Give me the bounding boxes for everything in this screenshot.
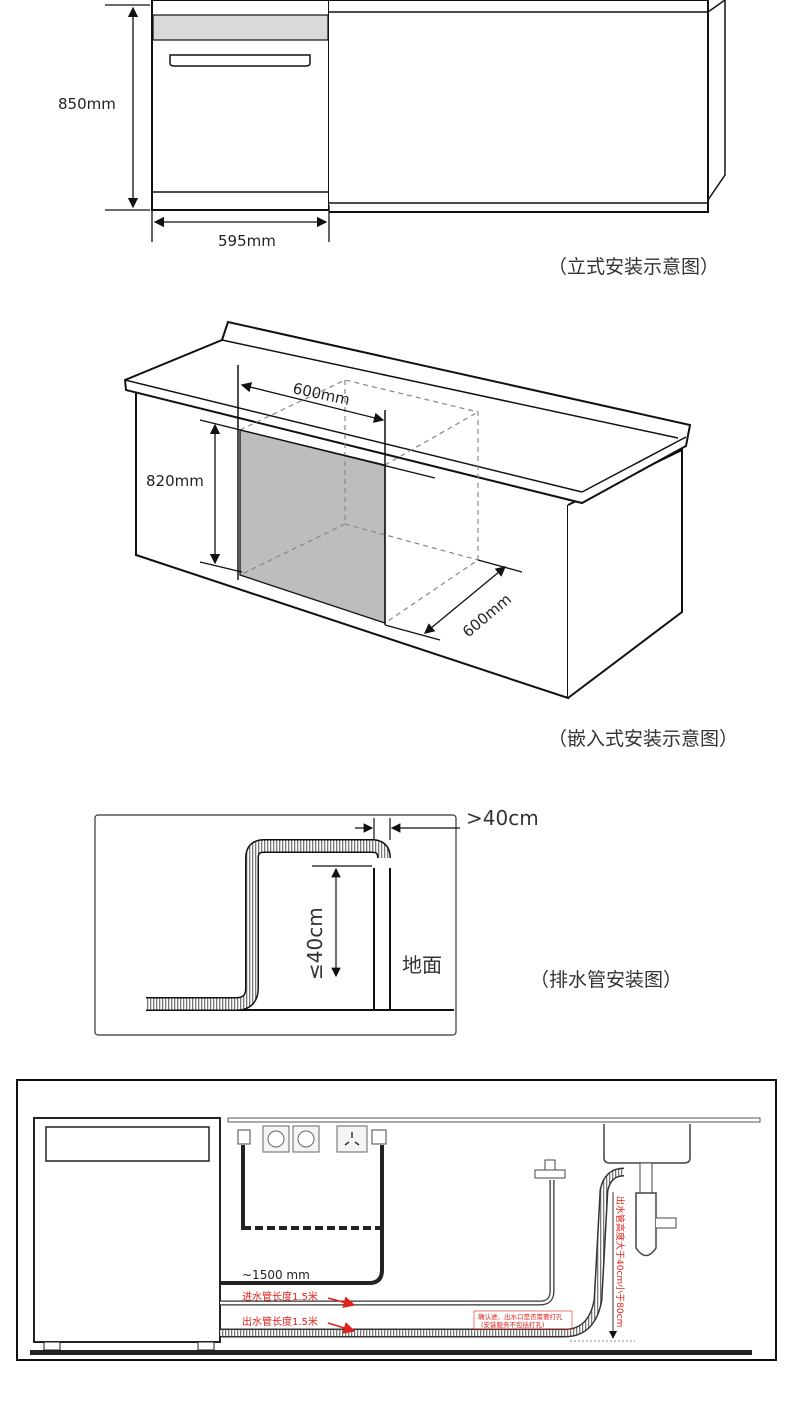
drain-diagram: >40cm ≤40cm 地面 （排水管安装图） xyxy=(94,806,682,1036)
door-handle xyxy=(169,54,311,67)
note-line2: (安装服务不包括打孔) xyxy=(481,1320,545,1329)
note-line1: 确认进、出水口是否需要打孔 xyxy=(478,1312,563,1321)
drain-height-label: 出水管高度大于40cm小于80cm xyxy=(614,1196,626,1327)
sink xyxy=(603,1124,691,1164)
gap-label: >40cm xyxy=(466,806,539,830)
power-cord-label: ~1500 mm xyxy=(242,1268,310,1282)
builtin-diagram: 600mm 820mm 600mm （嵌入式安装示意图） xyxy=(123,320,738,750)
socket-icon xyxy=(336,1125,368,1153)
control-panel xyxy=(152,14,329,41)
freestanding-diagram: 850mm 595mm （立式安装示意图） xyxy=(58,0,726,278)
plug-icon xyxy=(237,1129,251,1145)
height-label: 850mm xyxy=(58,95,116,113)
outlet-label: 出水管长度1.5米 xyxy=(242,1315,318,1328)
water-tap-icon xyxy=(534,1159,566,1179)
height-limit-label: ≤40cm xyxy=(303,907,327,980)
inlet-label: 进水管长度1.5米 xyxy=(242,1290,318,1303)
width-label: 595mm xyxy=(218,232,276,250)
countertop xyxy=(123,320,692,505)
floor-label: 地面 xyxy=(402,953,442,977)
builtin-height-label: 820mm xyxy=(146,472,204,490)
drain-trap xyxy=(635,1192,657,1257)
plumbing-diagram: ~1500 mm 进水管长度1.5米 出水管长度1.5米 确认进、出水口是否需要… xyxy=(16,1079,777,1361)
cabinet xyxy=(329,0,709,213)
builtin-caption: （嵌入式安装示意图） xyxy=(548,728,738,750)
plug-icon xyxy=(371,1129,387,1145)
socket-icon xyxy=(262,1125,290,1153)
freestanding-caption: （立式安装示意图） xyxy=(548,256,719,278)
drain-caption: （排水管安装图） xyxy=(530,969,682,991)
